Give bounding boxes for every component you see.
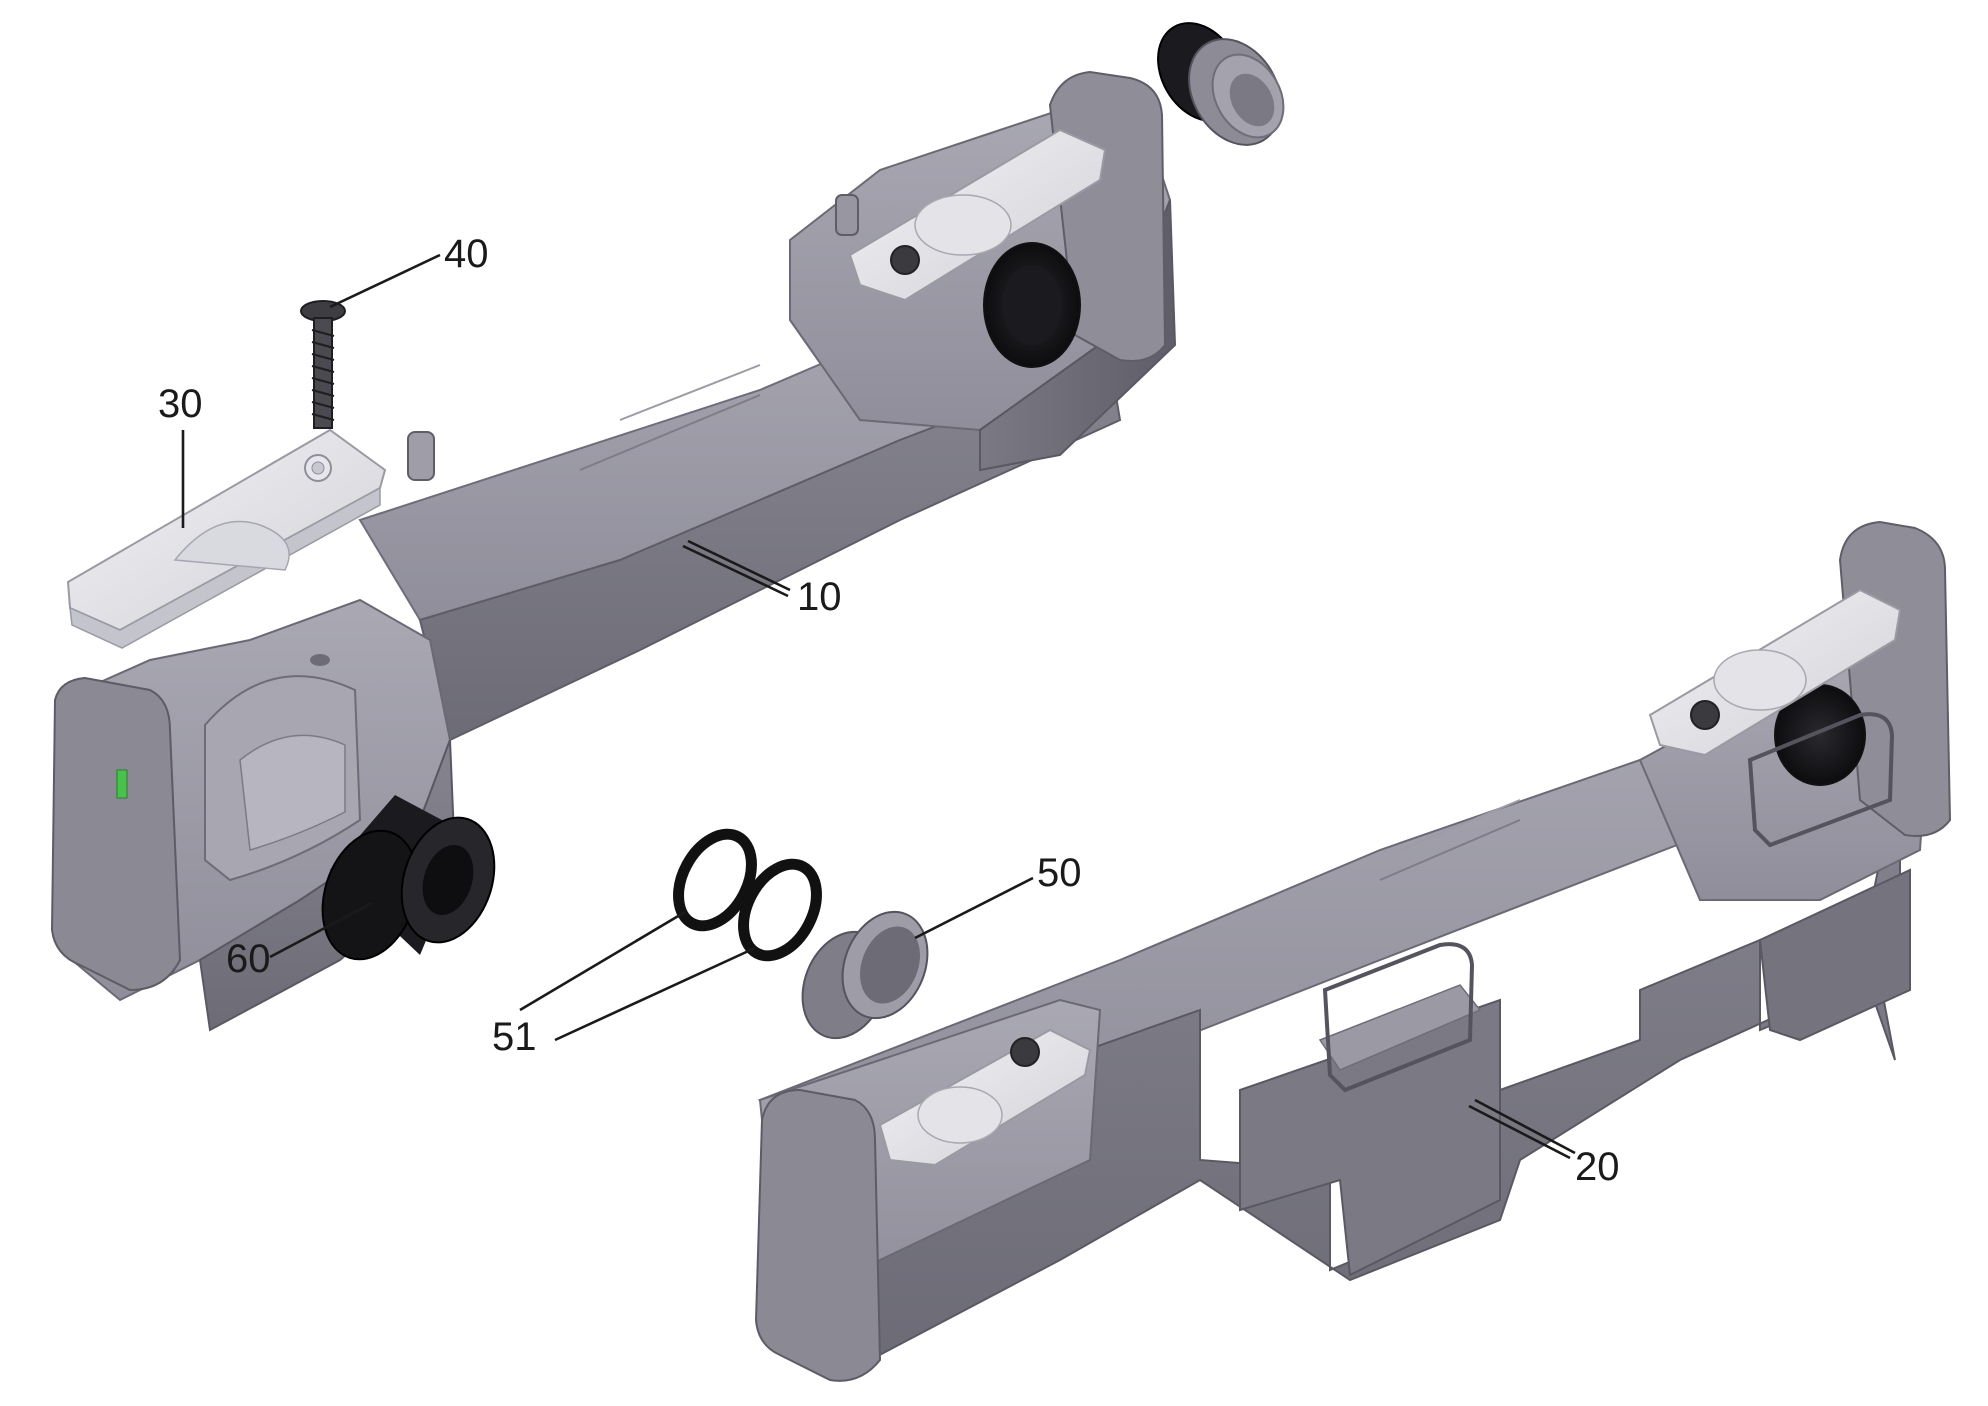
housing-part-10: [50, 70, 1177, 1032]
leader-lines: [181, 253, 1576, 1160]
screw-part-40: [300, 300, 346, 429]
bushing-part-60: [321, 795, 496, 961]
leader-20b: [1468, 1104, 1571, 1160]
callout-30: 30: [158, 382, 203, 426]
callout-40: 40: [444, 232, 489, 276]
callout-51: 51: [492, 1015, 537, 1059]
leader-50: [914, 876, 1034, 940]
leader-20: [1474, 1098, 1576, 1155]
leader-10: [687, 539, 791, 592]
leader-51b: [554, 946, 756, 1042]
leader-60: [269, 901, 373, 959]
callout-labels: 40 30 10 50 60 51 20: [158, 232, 1620, 1189]
leader-40: [329, 253, 441, 309]
callout-60: 60: [226, 937, 271, 981]
sleeve-part-50: [801, 910, 929, 1040]
callout-50: 50: [1037, 851, 1082, 895]
leader-51a: [519, 910, 686, 1012]
callout-20: 20: [1575, 1145, 1620, 1189]
clip-part-30: [66, 428, 387, 649]
leader-10b: [682, 544, 789, 598]
housing-part-20: [754, 520, 1952, 1382]
callout-10: 10: [797, 575, 842, 619]
o-rings-part-51: [673, 828, 822, 962]
sleeve-top-assembly: [1157, 22, 1285, 146]
